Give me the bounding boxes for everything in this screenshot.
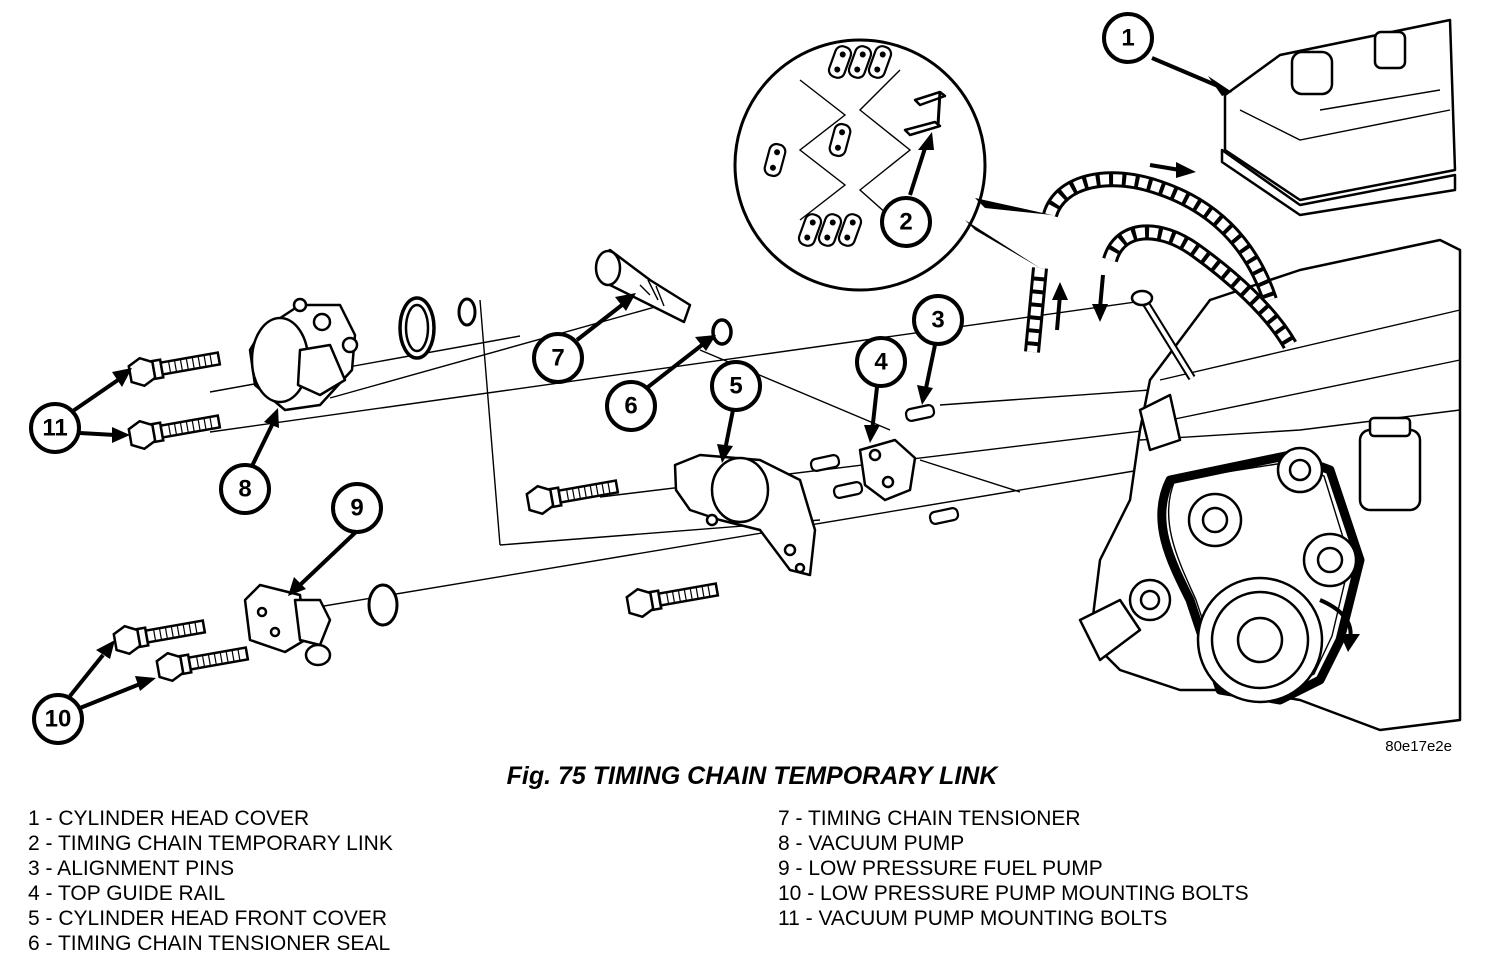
svg-text:4: 4	[874, 349, 888, 376]
timing-chain-tensioner	[594, 248, 692, 324]
legend-item: 7 - TIMING CHAIN TENSIONER	[778, 807, 1081, 830]
low-pressure-fuel-pump	[243, 583, 332, 667]
callout-9: 9	[331, 482, 383, 534]
front-cover-bolt-upper	[524, 471, 621, 518]
callout-3: 3	[912, 294, 964, 346]
engine-assembly	[1078, 238, 1462, 732]
legend-item: 6 - TIMING CHAIN TENSIONER SEAL	[28, 932, 391, 955]
vacuum-pump-seals	[398, 296, 477, 360]
callout-6: 6	[605, 380, 657, 432]
legend-right-column: 7 - TIMING CHAIN TENSIONER 8 - VACUUM PU…	[778, 806, 1249, 931]
callout-1: 1	[1102, 12, 1154, 64]
legend-left-column: 1 - CYLINDER HEAD COVER 2 - TIMING CHAIN…	[28, 806, 393, 956]
legend-item: 8 - VACUUM PUMP	[778, 832, 965, 855]
legend-item: 10 - LOW PRESSURE PUMP MOUNTING BOLTS	[778, 882, 1249, 905]
vacuum-pump-bolt-lower	[126, 406, 223, 453]
legend-item: 9 - LOW PRESSURE FUEL PUMP	[778, 857, 1103, 880]
fuel-pump-seal	[367, 583, 399, 627]
callout-2: 2	[880, 196, 932, 248]
oil-dipstick	[1130, 289, 1196, 381]
figure-caption: Fig. 75 TIMING CHAIN TEMPORARY LINK	[506, 762, 998, 790]
svg-text:2: 2	[899, 209, 912, 236]
svg-text:8: 8	[238, 476, 251, 503]
fuel-pump-bolt-upper	[111, 611, 208, 658]
top-guide-rail	[858, 438, 917, 502]
svg-text:10: 10	[45, 706, 72, 733]
svg-text:7: 7	[551, 345, 564, 372]
callout-10: 10	[32, 693, 84, 745]
image-code: 80e17e2e	[1385, 738, 1452, 755]
legend-item: 5 - CYLINDER HEAD FRONT COVER	[28, 907, 387, 930]
fuel-pump-bolt-lower	[154, 638, 251, 685]
idler-pulleys	[1128, 446, 1358, 622]
crankshaft-pulley	[1196, 576, 1324, 704]
svg-text:5: 5	[729, 373, 742, 400]
callout-7: 7	[532, 332, 584, 384]
svg-text:6: 6	[624, 393, 637, 420]
callout-11: 11	[29, 402, 81, 454]
legend-item: 11 - VACUUM PUMP MOUNTING BOLTS	[778, 907, 1168, 930]
callout-8: 8	[219, 463, 271, 515]
magnifier-pointer-upper	[975, 198, 1052, 215]
temporary-link-pins	[903, 90, 947, 137]
magnifier-pointer-lower	[965, 220, 1040, 268]
svg-text:1: 1	[1121, 25, 1134, 52]
vacuum-pump-bolt-upper	[126, 343, 223, 390]
detail-magnifier	[733, 38, 987, 292]
leader-arrows	[68, 56, 1232, 710]
legend-item: 3 - ALIGNMENT PINS	[28, 857, 235, 880]
legend-item: 1 - CYLINDER HEAD COVER	[28, 807, 310, 830]
front-cover-bolt-lower	[624, 574, 721, 621]
callout-4: 4	[855, 336, 907, 388]
timing-chain	[1024, 162, 1297, 353]
legend-item: 4 - TOP GUIDE RAIL	[28, 882, 226, 905]
chain-links-upper	[825, 43, 895, 81]
exploded-view-diagram: 1 2 3 4 5 6 7 8 9 10 11	[29, 12, 1462, 745]
vacuum-pump	[248, 297, 359, 412]
callout-5: 5	[710, 360, 762, 412]
legend-item: 2 - TIMING CHAIN TEMPORARY LINK	[28, 832, 393, 855]
alignment-guide-lines	[209, 299, 1151, 611]
svg-text:9: 9	[350, 495, 363, 522]
tensioner-seal	[711, 318, 733, 346]
cylinder-head-cover	[1220, 18, 1457, 217]
svg-text:11: 11	[42, 415, 67, 442]
svg-text:3: 3	[931, 307, 944, 334]
cylinder-head-front-cover	[673, 453, 817, 577]
chain-links-lower	[795, 211, 865, 249]
